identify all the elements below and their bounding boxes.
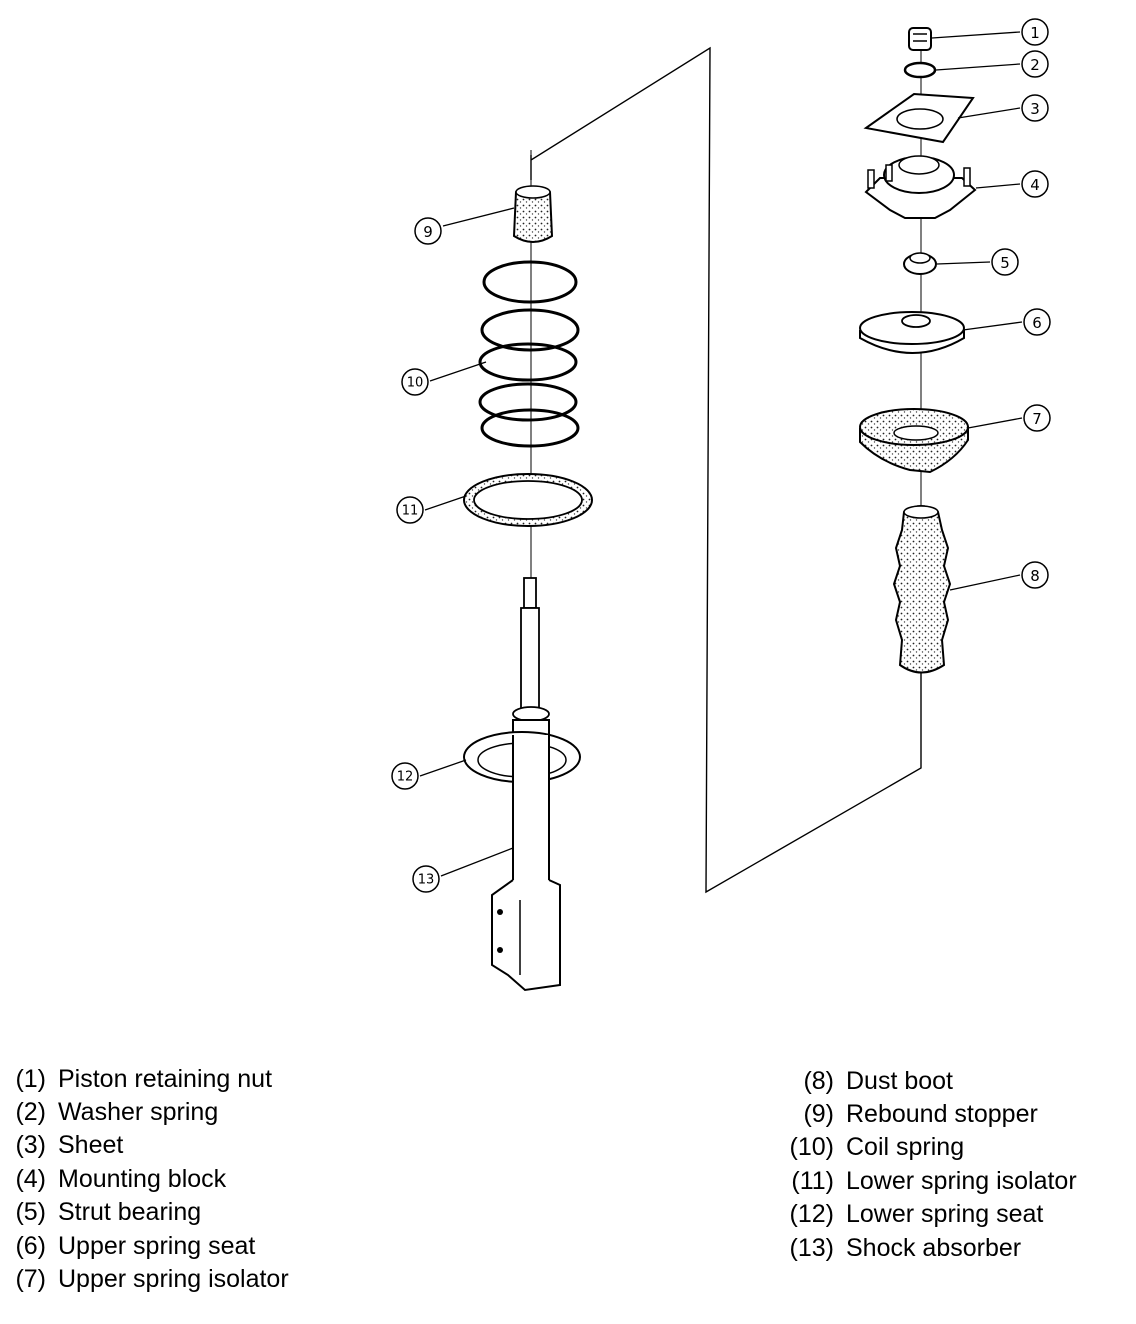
- coil-spring-part: [478, 260, 580, 448]
- legend-number: (6): [15, 1232, 46, 1260]
- callout-label-13: 13: [418, 873, 435, 888]
- legend-number: (8): [803, 1067, 834, 1095]
- callout-label-6: 6: [1032, 314, 1042, 332]
- legend-label: Upper spring isolator: [58, 1265, 289, 1293]
- legend-label: Lower spring seat: [846, 1200, 1044, 1228]
- upper-spring-seat-part: [859, 311, 965, 354]
- callout-label-8: 8: [1030, 567, 1040, 585]
- lower-spring-isolator-part: [463, 473, 593, 527]
- legend-item: (7) Upper spring isolator: [8, 1262, 289, 1296]
- callout-circle-10: [401, 368, 429, 396]
- legend-item: (3) Sheet: [8, 1128, 123, 1162]
- callout-circle-8: [1021, 561, 1049, 589]
- legend-label: Piston retaining nut: [58, 1065, 273, 1093]
- callout-label-7: 7: [1032, 410, 1042, 428]
- callout-circle-4: [1021, 170, 1049, 198]
- legend-item: (1) Piston retaining nut: [8, 1062, 272, 1096]
- legend-label: Coil spring: [846, 1133, 965, 1161]
- strut-bearing-part: [903, 252, 937, 275]
- callout-circle-12: [391, 762, 419, 790]
- callout-circle-13: [412, 865, 440, 893]
- callout-label-12: 12: [397, 770, 414, 785]
- legend-number: (1): [15, 1065, 46, 1093]
- legend-item: (6) Upper spring seat: [8, 1229, 255, 1263]
- callout-label-9: 9: [423, 223, 433, 241]
- legend-label: Washer spring: [58, 1098, 219, 1126]
- legend-label: Sheet: [58, 1131, 124, 1159]
- callout-circle-7: [1023, 404, 1051, 432]
- legend-label: Shock absorber: [846, 1234, 1022, 1262]
- mounting-block-part: [864, 155, 977, 219]
- legend-label: Dust boot: [846, 1067, 954, 1095]
- leader-lines: [419, 31, 1023, 877]
- legend-number: (10): [789, 1133, 834, 1161]
- callout-label-11: 11: [402, 504, 419, 519]
- legend-number: (12): [789, 1200, 834, 1228]
- legend-number: (3): [15, 1131, 46, 1159]
- legend-item: (9) Rebound stopper: [780, 1097, 1038, 1131]
- callout-label-3: 3: [1030, 100, 1040, 118]
- legend-number: (7): [15, 1265, 46, 1293]
- callout-circle-5: [991, 248, 1019, 276]
- legend-item: (12) Lower spring seat: [780, 1197, 1044, 1231]
- legend-item: (10) Coil spring: [780, 1130, 965, 1164]
- legend-label: Mounting block: [58, 1165, 227, 1193]
- legend-number: (2): [15, 1098, 46, 1126]
- callout-circle-2: [1021, 50, 1049, 78]
- dust-boot-part: [892, 505, 952, 674]
- strut-exploded-diagram: 1 2 3 4 5 6 7 8 9 10 11 12 13: [391, 18, 1051, 992]
- washer-spring-part: [903, 61, 937, 79]
- legend-item: (13) Shock absorber: [780, 1231, 1022, 1265]
- callout-circle-1: [1021, 18, 1049, 46]
- legend-number: (11): [791, 1167, 834, 1195]
- callout-circle-3: [1021, 94, 1049, 122]
- callout-label-1: 1: [1030, 24, 1040, 42]
- legend-item: (11) Lower spring isolator: [780, 1164, 1077, 1198]
- legend-label: Lower spring isolator: [846, 1167, 1077, 1195]
- callout-label-2: 2: [1030, 56, 1040, 74]
- legend-label: Upper spring seat: [58, 1232, 256, 1260]
- assembly-line: [530, 46, 922, 894]
- legend-item: (2) Washer spring: [8, 1095, 218, 1129]
- rebound-stopper-part: [512, 185, 554, 243]
- legend-item: (5) Strut bearing: [8, 1195, 201, 1229]
- legend-number: (13): [789, 1234, 834, 1262]
- legend-number: (4): [15, 1165, 46, 1193]
- callout-label-5: 5: [1000, 254, 1010, 272]
- legend-label: Strut bearing: [58, 1198, 202, 1226]
- lower-spring-seat-part: [463, 731, 581, 790]
- legend-label: Rebound stopper: [846, 1100, 1038, 1128]
- legend-item: (4) Mounting block: [8, 1162, 226, 1196]
- callout-label-4: 4: [1030, 176, 1040, 194]
- callout-circle-6: [1023, 308, 1051, 336]
- piston-retaining-nut-part: [908, 27, 932, 51]
- legend-number: (5): [15, 1198, 46, 1226]
- legend-item: (8) Dust boot: [780, 1064, 953, 1098]
- callout-circle-11: [396, 496, 424, 524]
- upper-spring-isolator-part: [859, 408, 969, 474]
- callout-label-10: 10: [407, 376, 424, 391]
- callout-circle-9: [414, 217, 442, 245]
- legend-number: (9): [803, 1100, 834, 1128]
- sheet-part: [863, 92, 975, 144]
